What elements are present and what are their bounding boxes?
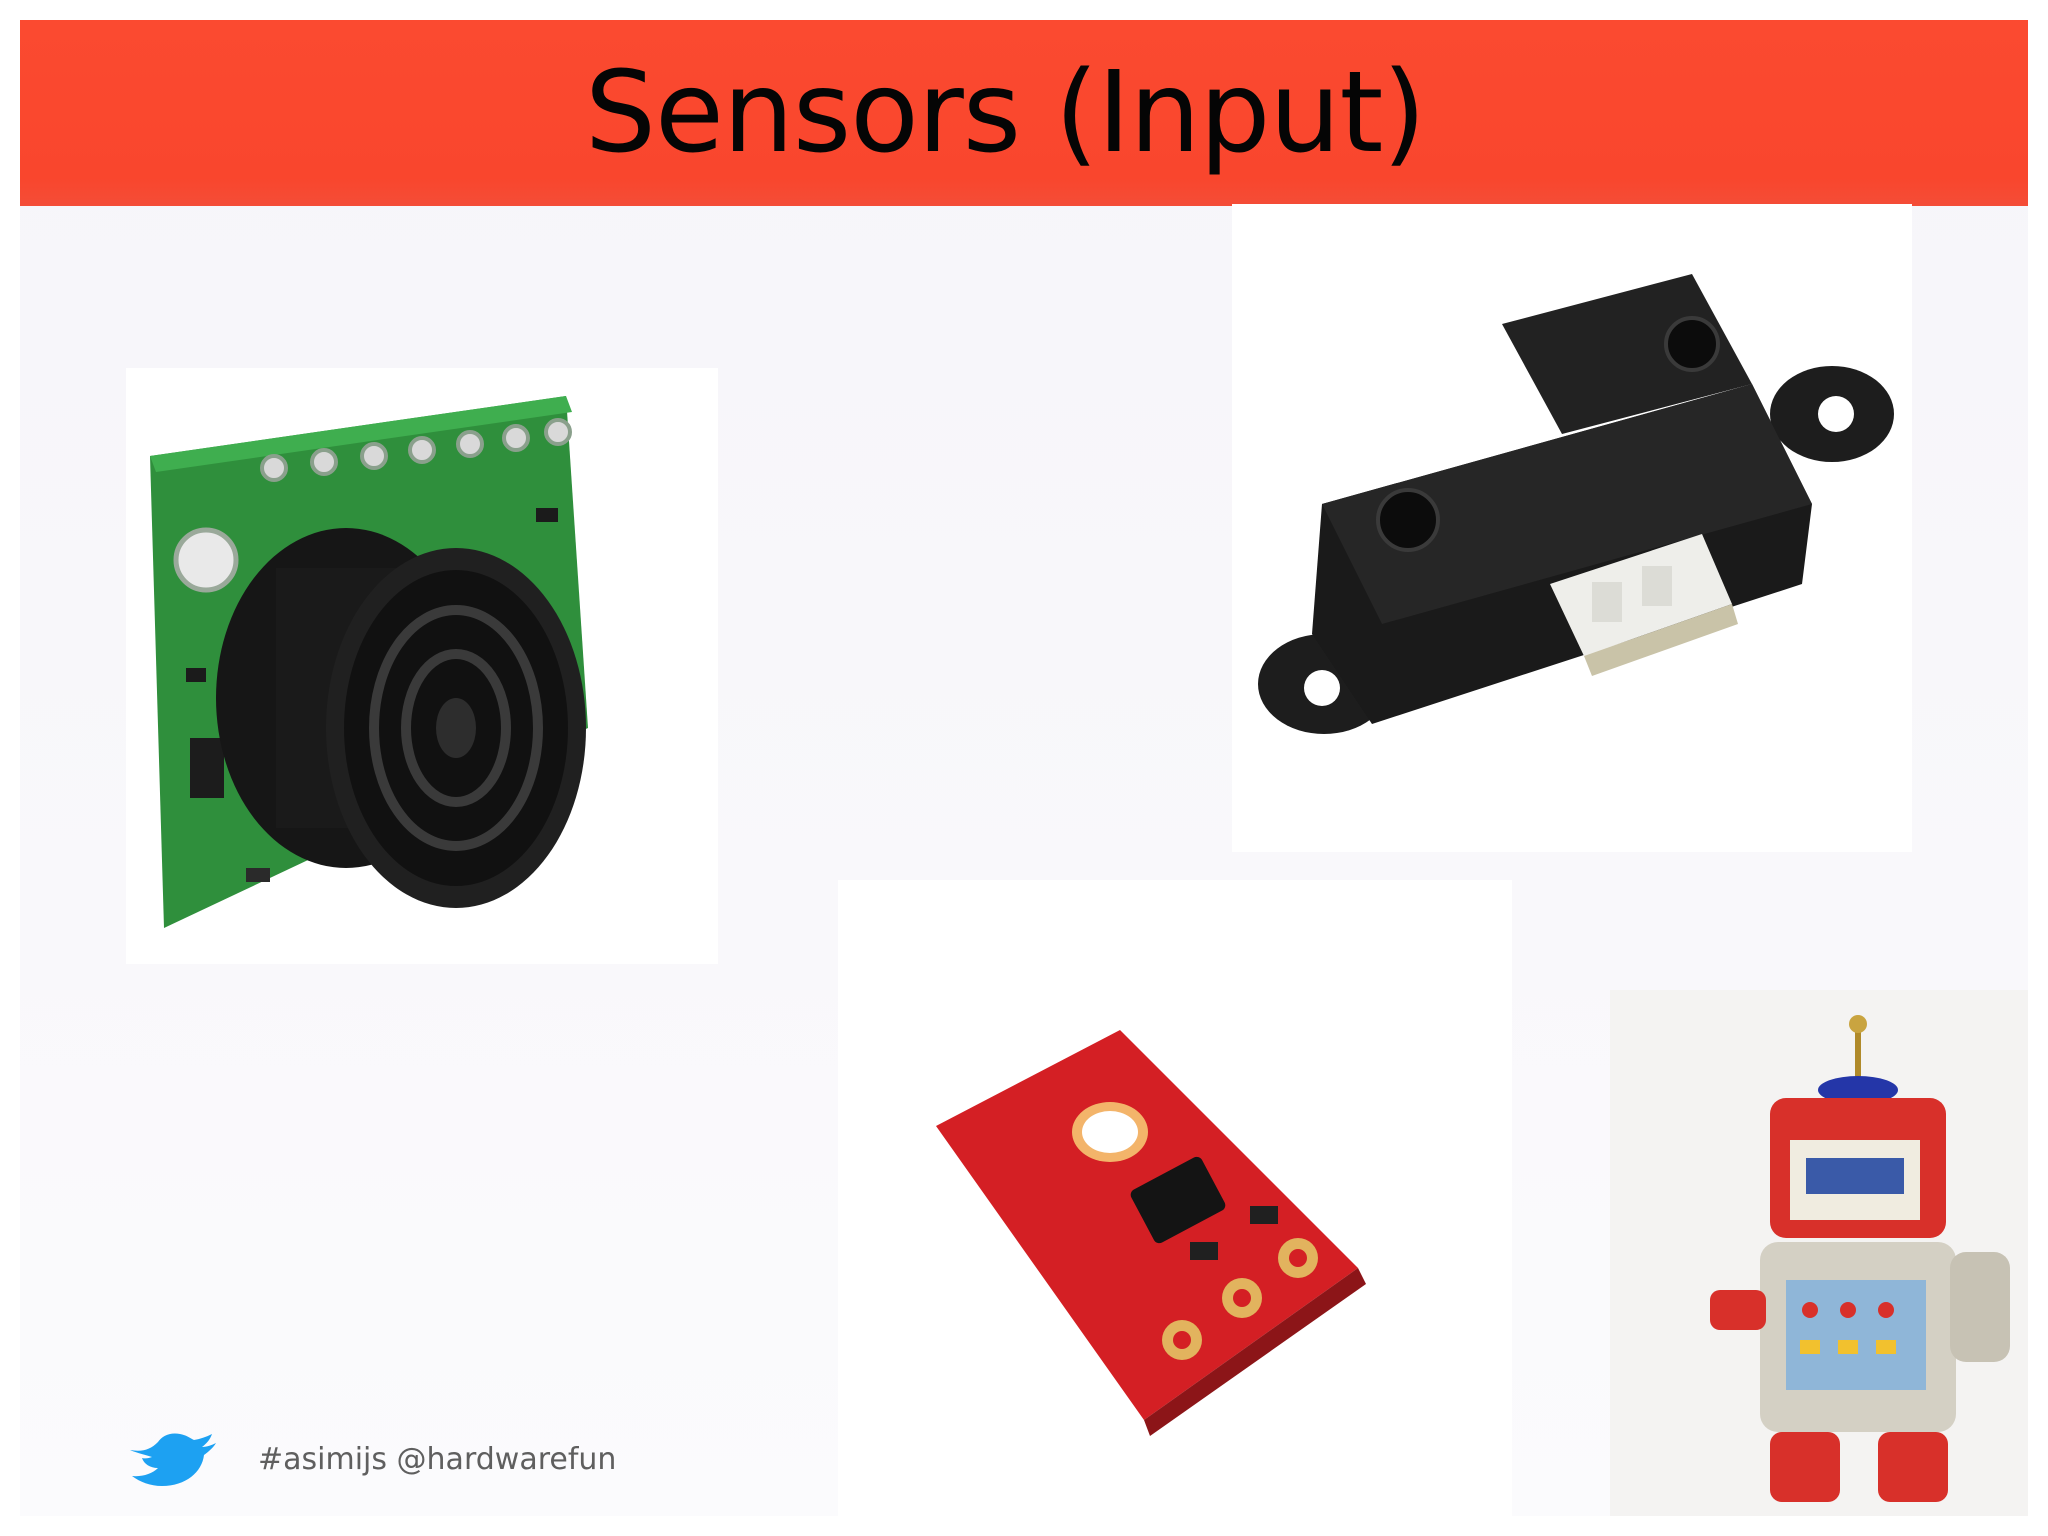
slide-title: Sensors (Input) [584,48,1426,178]
ultrasonic-sensor-photo [126,368,718,964]
footer-hashtag: #asimijs @hardwarefun [258,1442,617,1477]
twitter-bird-icon [130,1433,216,1486]
title-bar: Sensors (Input) [20,20,2028,206]
slide: Sensors (Input) [20,20,2028,1516]
infrared-distance-sensor-photo [1232,204,1912,852]
line-sensor-board-photo [838,880,1512,1516]
toy-robot-photo [1610,990,2028,1516]
